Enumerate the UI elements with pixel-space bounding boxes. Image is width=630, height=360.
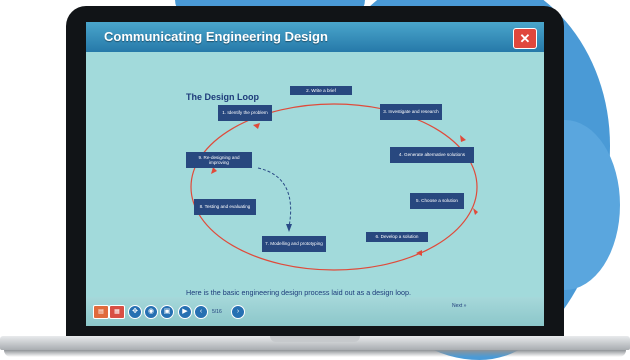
page-counter: 5/16 xyxy=(212,309,222,315)
audio-button[interactable]: ◉ xyxy=(144,305,158,319)
title-bar: Communicating Engineering Design ✕ xyxy=(86,22,544,52)
next-button[interactable]: › xyxy=(231,305,245,319)
loop-step-6: 6. Develop a solution xyxy=(366,232,428,242)
loop-step-5: 5. Choose a solution xyxy=(410,193,464,209)
loop-step-4: 4. Generate alternative solutions xyxy=(390,147,474,163)
play-button[interactable]: ▶ xyxy=(178,305,192,319)
video-icon: ▣ xyxy=(163,308,171,315)
fullscreen-button[interactable]: ✥ xyxy=(128,305,142,319)
previous-icon: ‹ xyxy=(199,308,203,315)
app-window: Communicating Engineering Design ✕ The D… xyxy=(86,22,544,326)
audio-icon: ◉ xyxy=(147,308,155,315)
glossary-icon: ▦ xyxy=(114,309,120,315)
loop-step-7: 7. Modelling and prototyping xyxy=(262,236,326,252)
feedback-arrowhead xyxy=(286,224,292,232)
previous-button[interactable]: ‹ xyxy=(194,305,208,319)
laptop-notch xyxy=(270,336,360,342)
loop-step-3: 3. Investigate and research xyxy=(380,104,442,120)
arrowhead xyxy=(211,167,217,174)
loop-arrowheads xyxy=(211,110,478,256)
loop-step-8: 8. Testing and evaluating xyxy=(194,199,256,215)
app-title: Communicating Engineering Design xyxy=(104,29,328,44)
player-toolbar: ▤ ▦ ✥ ◉ ▣ ▶ ‹ 5/16 › xyxy=(86,297,544,326)
arrowhead xyxy=(460,135,466,142)
loop-step-2: 2. Write a brief xyxy=(290,86,352,95)
slide-heading: The Design Loop xyxy=(186,92,259,102)
loop-step-9: 9. Re-designing and improving xyxy=(186,152,252,168)
arrowhead xyxy=(416,250,422,256)
laptop-base xyxy=(0,336,630,350)
next-icon: › xyxy=(236,308,240,315)
close-button[interactable]: ✕ xyxy=(513,28,537,49)
close-icon: ✕ xyxy=(519,31,531,46)
arrowhead xyxy=(473,208,478,215)
video-button[interactable]: ▣ xyxy=(160,305,174,319)
feedback-arrow xyxy=(257,167,292,228)
arrowhead xyxy=(253,123,260,129)
slide-caption: Here is the basic engineering design pro… xyxy=(186,288,411,297)
next-link[interactable]: Next » xyxy=(452,303,467,309)
design-loop-diagram xyxy=(190,103,478,271)
bookmark-button[interactable]: ▤ xyxy=(93,305,109,319)
play-icon: ▶ xyxy=(182,308,188,315)
loop-ellipse xyxy=(190,103,478,271)
glossary-button[interactable]: ▦ xyxy=(109,305,125,319)
bookmark-icon: ▤ xyxy=(98,309,104,315)
fullscreen-icon: ✥ xyxy=(132,308,138,315)
laptop-shadow xyxy=(4,350,626,357)
loop-step-1: 1. Identify the problem xyxy=(218,105,272,121)
